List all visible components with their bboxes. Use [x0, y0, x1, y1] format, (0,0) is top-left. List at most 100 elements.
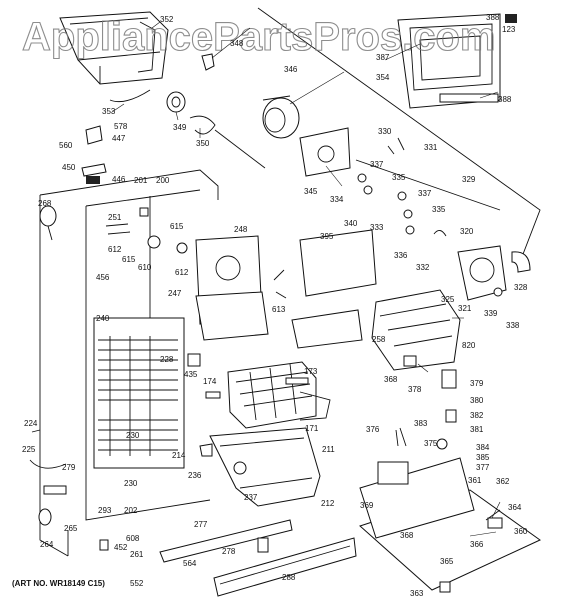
callout: 456 [96, 273, 110, 282]
callout: 354 [376, 73, 390, 82]
bottom-plate [359, 457, 541, 591]
callout: 364 [508, 503, 522, 512]
small-parts [29, 125, 503, 593]
callout: 348 [230, 39, 244, 48]
callout: 236 [188, 471, 202, 480]
auger-assembly [109, 89, 266, 169]
callout: 388 [498, 95, 512, 104]
callout: 369 [360, 501, 374, 510]
callout: 375 [424, 439, 438, 448]
callout: 237 [244, 493, 258, 502]
callout: 387 [376, 53, 390, 62]
callout: 346 [284, 65, 298, 74]
part-drawings [29, 7, 541, 597]
callout: 615 [122, 255, 136, 264]
callout: 277 [194, 520, 208, 529]
callout: 384 [476, 443, 490, 452]
callout: 363 [410, 589, 424, 598]
callout: 331 [424, 143, 438, 152]
callout: 212 [321, 499, 335, 508]
rail-277 [159, 519, 293, 563]
crisper-bin [209, 427, 321, 507]
callout: 362 [496, 477, 510, 486]
fan-housing [195, 235, 269, 341]
callout: 248 [234, 225, 248, 234]
callout: 335 [432, 205, 446, 214]
callout: 335 [392, 173, 406, 182]
callout: 336 [394, 251, 408, 260]
callout: 264 [40, 540, 54, 549]
panel-258 [291, 309, 363, 349]
callout: 447 [112, 134, 126, 143]
diagonal-line-354 [257, 7, 541, 263]
callout: 337 [418, 189, 432, 198]
callout: 613 [272, 305, 286, 314]
callout: 368 [400, 531, 414, 540]
callout: 350 [196, 139, 210, 148]
auger-motor [262, 95, 300, 139]
callout: 353 [102, 107, 116, 116]
callout: 265 [64, 524, 78, 533]
callout: 320 [460, 227, 474, 236]
callout: 123 [502, 25, 516, 34]
callout: 578 [114, 122, 128, 131]
cabinet-frame [39, 169, 219, 557]
callout: 610 [138, 263, 152, 272]
art-number-caption: (ART NO. WR18149 C15) [12, 579, 105, 588]
callout: 388 [486, 13, 500, 22]
callout: 564 [183, 559, 197, 568]
callout: 380 [470, 396, 484, 405]
callout: 360 [514, 527, 528, 536]
callout: 240 [96, 314, 110, 323]
callout: 382 [470, 411, 484, 420]
callout: 381 [470, 425, 484, 434]
callout: 560 [59, 141, 73, 150]
callout: 378 [408, 385, 422, 394]
callout: 321 [458, 304, 472, 313]
callout: 230 [124, 479, 138, 488]
callout: 339 [484, 309, 498, 318]
callout: 352 [160, 15, 174, 24]
callout: 333 [370, 223, 384, 232]
dispenser-housing [397, 13, 517, 109]
callout: 247 [168, 289, 182, 298]
callout: 361 [468, 476, 482, 485]
callout: 452 [114, 543, 128, 552]
callout: 446 [112, 175, 126, 184]
watermark: AppliancePartsPros.com [22, 15, 496, 59]
callout: 612 [175, 268, 189, 277]
callout: 200 [156, 176, 170, 185]
callout: 268 [38, 199, 52, 208]
callout: 345 [304, 187, 318, 196]
callout: 334 [330, 195, 344, 204]
callout: 201 [134, 176, 148, 185]
icemaker [371, 289, 461, 371]
wire-329 [355, 159, 501, 211]
leader-lines [111, 21, 501, 537]
callout: 379 [470, 379, 484, 388]
callout: 395 [320, 232, 334, 241]
callout: 173 [304, 367, 318, 376]
callout: 368 [384, 375, 398, 384]
callout: 225 [22, 445, 36, 454]
callout: 366 [470, 540, 484, 549]
callout: 377 [476, 463, 490, 472]
callout: 211 [322, 445, 335, 454]
callout: 612 [108, 245, 122, 254]
cover-395 [299, 229, 377, 297]
callout: 338 [506, 321, 520, 330]
callout: 332 [416, 263, 430, 272]
callout: 278 [222, 547, 236, 556]
callout-labels: 352 348 346 353 349 350 578 447 560 450 … [22, 13, 528, 598]
drawer-front-288 [213, 537, 357, 597]
callout: 435 [184, 370, 198, 379]
callout: 328 [514, 283, 528, 292]
callout: 383 [414, 419, 428, 428]
callout: 337 [370, 160, 384, 169]
callout: 376 [366, 425, 380, 434]
callout: 230 [126, 431, 140, 440]
callout: 329 [462, 175, 476, 184]
callout: 349 [173, 123, 187, 132]
